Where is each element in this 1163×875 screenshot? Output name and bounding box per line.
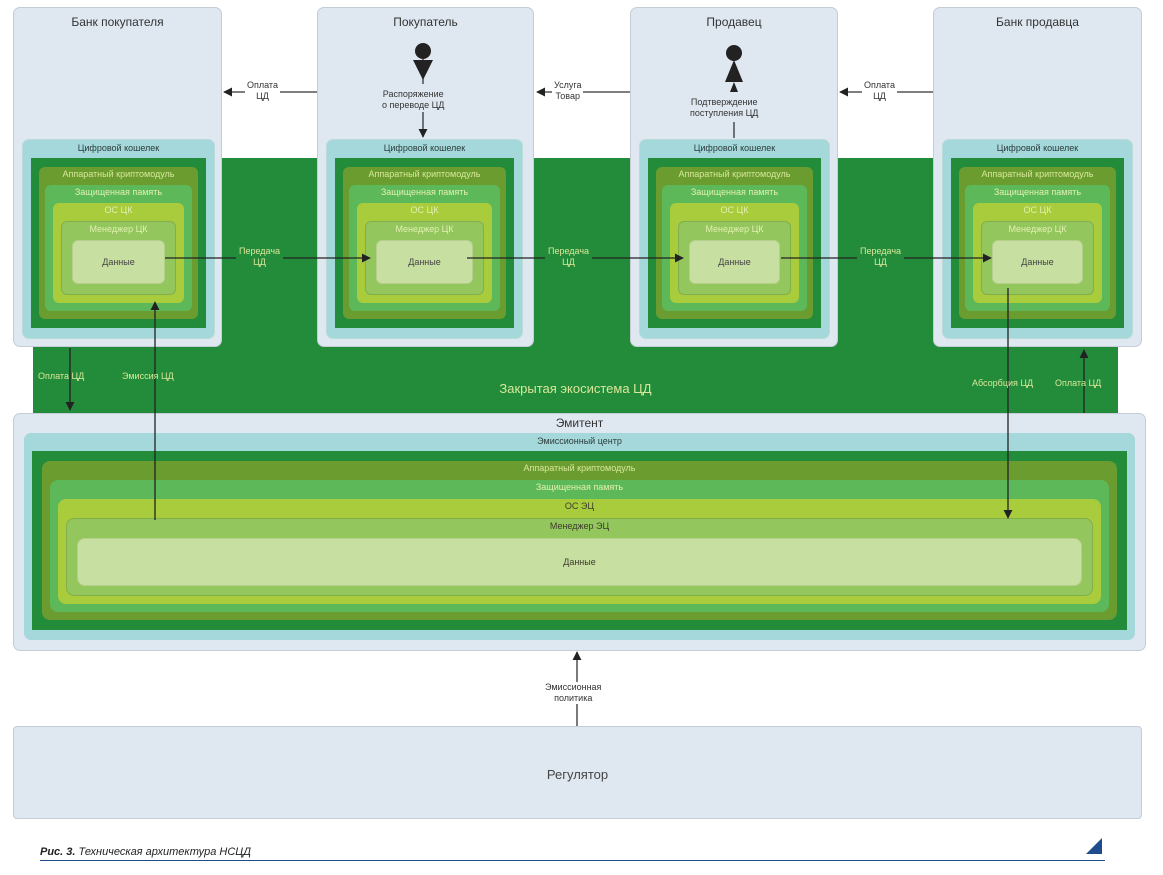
digital-wallet[interactable]: Цифровой кошелек Аппаратный криптомодуль… (22, 139, 215, 339)
wallet-secure-zone: Аппаратный криптомодуль Защищенная памят… (31, 158, 206, 328)
wallet-manager: Менеджер ЦК Данные (61, 221, 176, 295)
caption-divider (40, 860, 1105, 861)
os-label: ОС ЦК (720, 205, 749, 215)
os-label: ОС ЦК (1023, 205, 1052, 215)
os-label: ОС ЦК (104, 205, 133, 215)
panel-regulator[interactable]: Регулятор (13, 726, 1142, 819)
hardware-crypto-module: Аппаратный криптомодуль Защищенная памят… (343, 167, 506, 319)
secure-memory: Защищенная память ОС ЦК Менеджер ЦК Данн… (45, 185, 192, 311)
wallet-manager: Менеджер ЦК Данные (981, 221, 1094, 295)
panel-seller[interactable]: Продавец Цифровой кошелек Аппаратный кри… (630, 7, 838, 347)
secure-memory-label: Защищенная память (380, 187, 469, 197)
secure-memory: Защищенная память ОС ЦК Менеджер ЦК Данн… (349, 185, 500, 311)
wallet-title: Цифровой кошелек (383, 143, 466, 153)
hardware-crypto-module: Аппаратный криптомодуль Защищенная памят… (42, 461, 1117, 620)
secure-memory-label: Защищенная память (993, 187, 1082, 197)
data-label: Данные (718, 257, 751, 267)
data-label: Данные (408, 257, 441, 267)
caption-prefix: Рис. 3. (40, 846, 76, 858)
manager-label: Менеджер ЦК (395, 224, 454, 234)
panel-title: Эмитент (555, 416, 604, 430)
emitter-manager: Менеджер ЭЦ Данные (66, 518, 1093, 596)
wallet-os: ОС ЦК Менеджер ЦК Данные (53, 203, 184, 303)
panel-title: Регулятор (546, 767, 609, 782)
corner-triangle-icon (1086, 838, 1102, 854)
ecosystem-label: Закрытая экосистема ЦД (499, 381, 652, 396)
emission-center: Эмиссионный центр Аппаратный криптомодул… (24, 433, 1135, 640)
panel-title: Банк покупателя (71, 15, 164, 29)
wallet-secure-zone: Аппаратный криптомодуль Защищенная памят… (648, 158, 821, 328)
secure-memory-label: Защищенная память (74, 187, 163, 197)
secure-memory-label: Защищенная память (690, 187, 779, 197)
label-emission: Эмиссия ЦД (122, 371, 174, 381)
panel-title: Банк продавца (996, 15, 1079, 29)
digital-wallet[interactable]: Цифровой кошелек Аппаратный криптомодуль… (326, 139, 523, 339)
wallet-os: ОС ЦК Менеджер ЦК Данные (973, 203, 1102, 303)
wallet-secure-zone: Аппаратный криптомодуль Защищенная памят… (951, 158, 1124, 328)
secure-memory: Защищенная память ОС ЦК Менеджер ЦК Данн… (965, 185, 1110, 311)
wallet-title: Цифровой кошелек (996, 143, 1079, 153)
emitter-secure-zone: Аппаратный криптомодуль Защищенная памят… (32, 451, 1127, 630)
panel-buyer-bank[interactable]: Банк покупателя Цифровой кошелек Аппарат… (13, 7, 222, 347)
hsm-label: Аппаратный криптомодуль (523, 463, 636, 473)
hsm-label: Аппаратный криптомодуль (368, 169, 481, 179)
emitter-data[interactable]: Данные (77, 538, 1082, 586)
label-absorption: Абсорбция ЦД (972, 378, 1034, 388)
panel-buyer[interactable]: Покупатель Цифровой кошелек Аппаратный к… (317, 7, 534, 347)
secure-memory-label: Защищенная память (535, 482, 624, 492)
wallet-data[interactable]: Данные (72, 240, 165, 284)
emitter-os: ОС ЭЦ Менеджер ЭЦ Данные (58, 499, 1101, 604)
wallet-manager: Менеджер ЦК Данные (365, 221, 484, 295)
data-label: Данные (102, 257, 135, 267)
panel-title: Продавец (706, 15, 762, 29)
wallet-title: Цифровой кошелек (77, 143, 160, 153)
data-label: Данные (1021, 257, 1054, 267)
hsm-label: Аппаратный криптомодуль (62, 169, 175, 179)
manager-label: Менеджер ЦК (89, 224, 148, 234)
data-label: Данные (563, 557, 596, 567)
wallet-title: Цифровой кошелек (693, 143, 776, 153)
label-payment-up: Оплата ЦД (1055, 378, 1102, 388)
wallet-manager: Менеджер ЦК Данные (678, 221, 791, 295)
manager-label: Менеджер ЭЦ (549, 521, 610, 531)
wallet-secure-zone: Аппаратный криптомодуль Защищенная памят… (335, 158, 514, 328)
digital-wallet[interactable]: Цифровой кошелек Аппаратный криптомодуль… (639, 139, 830, 339)
label-payment-down: Оплата ЦД (38, 371, 85, 381)
hardware-crypto-module: Аппаратный криптомодуль Защищенная памят… (656, 167, 813, 319)
os-label: ОС ЦК (410, 205, 439, 215)
manager-label: Менеджер ЦК (705, 224, 764, 234)
hsm-label: Аппаратный криптомодуль (981, 169, 1094, 179)
caption-text: Техническая архитектура НСЦД (75, 846, 252, 858)
secure-memory: Защищенная память ОС ЦК Менеджер ЦК Данн… (662, 185, 807, 311)
wallet-data[interactable]: Данные (376, 240, 473, 284)
panel-title: Покупатель (393, 15, 458, 29)
wallet-os: ОС ЦК Менеджер ЦК Данные (357, 203, 492, 303)
wallet-data[interactable]: Данные (689, 240, 780, 284)
hardware-crypto-module: Аппаратный криптомодуль Защищенная памят… (959, 167, 1116, 319)
wallet-os: ОС ЦК Менеджер ЦК Данные (670, 203, 799, 303)
figure-caption: Рис. 3. Техническая архитектура НСЦД (40, 846, 251, 858)
hsm-label: Аппаратный криптомодуль (678, 169, 791, 179)
wallet-data[interactable]: Данные (992, 240, 1083, 284)
os-label: ОС ЭЦ (564, 501, 595, 511)
manager-label: Менеджер ЦК (1008, 224, 1067, 234)
panel-seller-bank[interactable]: Банк продавца Цифровой кошелек Аппаратны… (933, 7, 1142, 347)
emission-center-label: Эмиссионный центр (537, 436, 622, 446)
secure-memory: Защищенная память ОС ЭЦ Менеджер ЭЦ Данн… (50, 480, 1109, 612)
panel-emitter[interactable]: Эмитент Эмиссионный центр Аппаратный кри… (13, 413, 1146, 651)
digital-wallet[interactable]: Цифровой кошелек Аппаратный криптомодуль… (942, 139, 1133, 339)
hardware-crypto-module: Аппаратный криптомодуль Защищенная памят… (39, 167, 198, 319)
